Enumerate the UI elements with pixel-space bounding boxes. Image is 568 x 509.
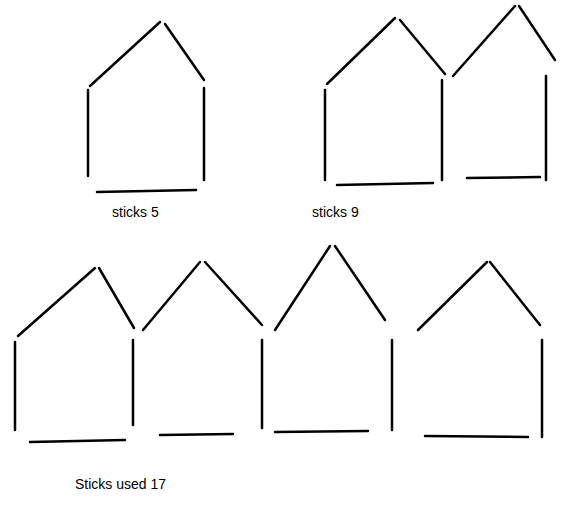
stick <box>490 262 540 325</box>
stick <box>441 80 444 180</box>
stick-count-label: sticks 5 <box>112 204 159 221</box>
stick <box>467 177 540 178</box>
stick <box>97 190 196 192</box>
stick <box>160 434 233 435</box>
stick <box>425 436 528 437</box>
stick <box>275 431 368 432</box>
stick <box>165 24 204 80</box>
stick <box>14 342 17 430</box>
stick <box>90 22 160 86</box>
stick <box>545 76 548 180</box>
stick <box>418 262 487 330</box>
stick <box>335 246 385 320</box>
stick <box>400 20 445 74</box>
stick <box>275 246 330 330</box>
stick <box>327 18 395 84</box>
stick <box>519 6 555 60</box>
stick-count-label: sticks 9 <box>312 204 359 221</box>
stick <box>541 340 544 437</box>
stick <box>205 262 262 325</box>
stick <box>391 340 394 430</box>
stick <box>453 6 515 76</box>
stick <box>132 340 135 425</box>
stick <box>18 268 95 336</box>
stick <box>87 90 90 176</box>
stick <box>30 440 125 442</box>
stick <box>337 183 433 185</box>
stick <box>143 262 200 330</box>
stick <box>324 90 327 180</box>
stick <box>261 340 264 428</box>
stick <box>99 268 134 328</box>
stick-count-label: Sticks used 17 <box>75 476 166 493</box>
stick <box>203 88 206 180</box>
